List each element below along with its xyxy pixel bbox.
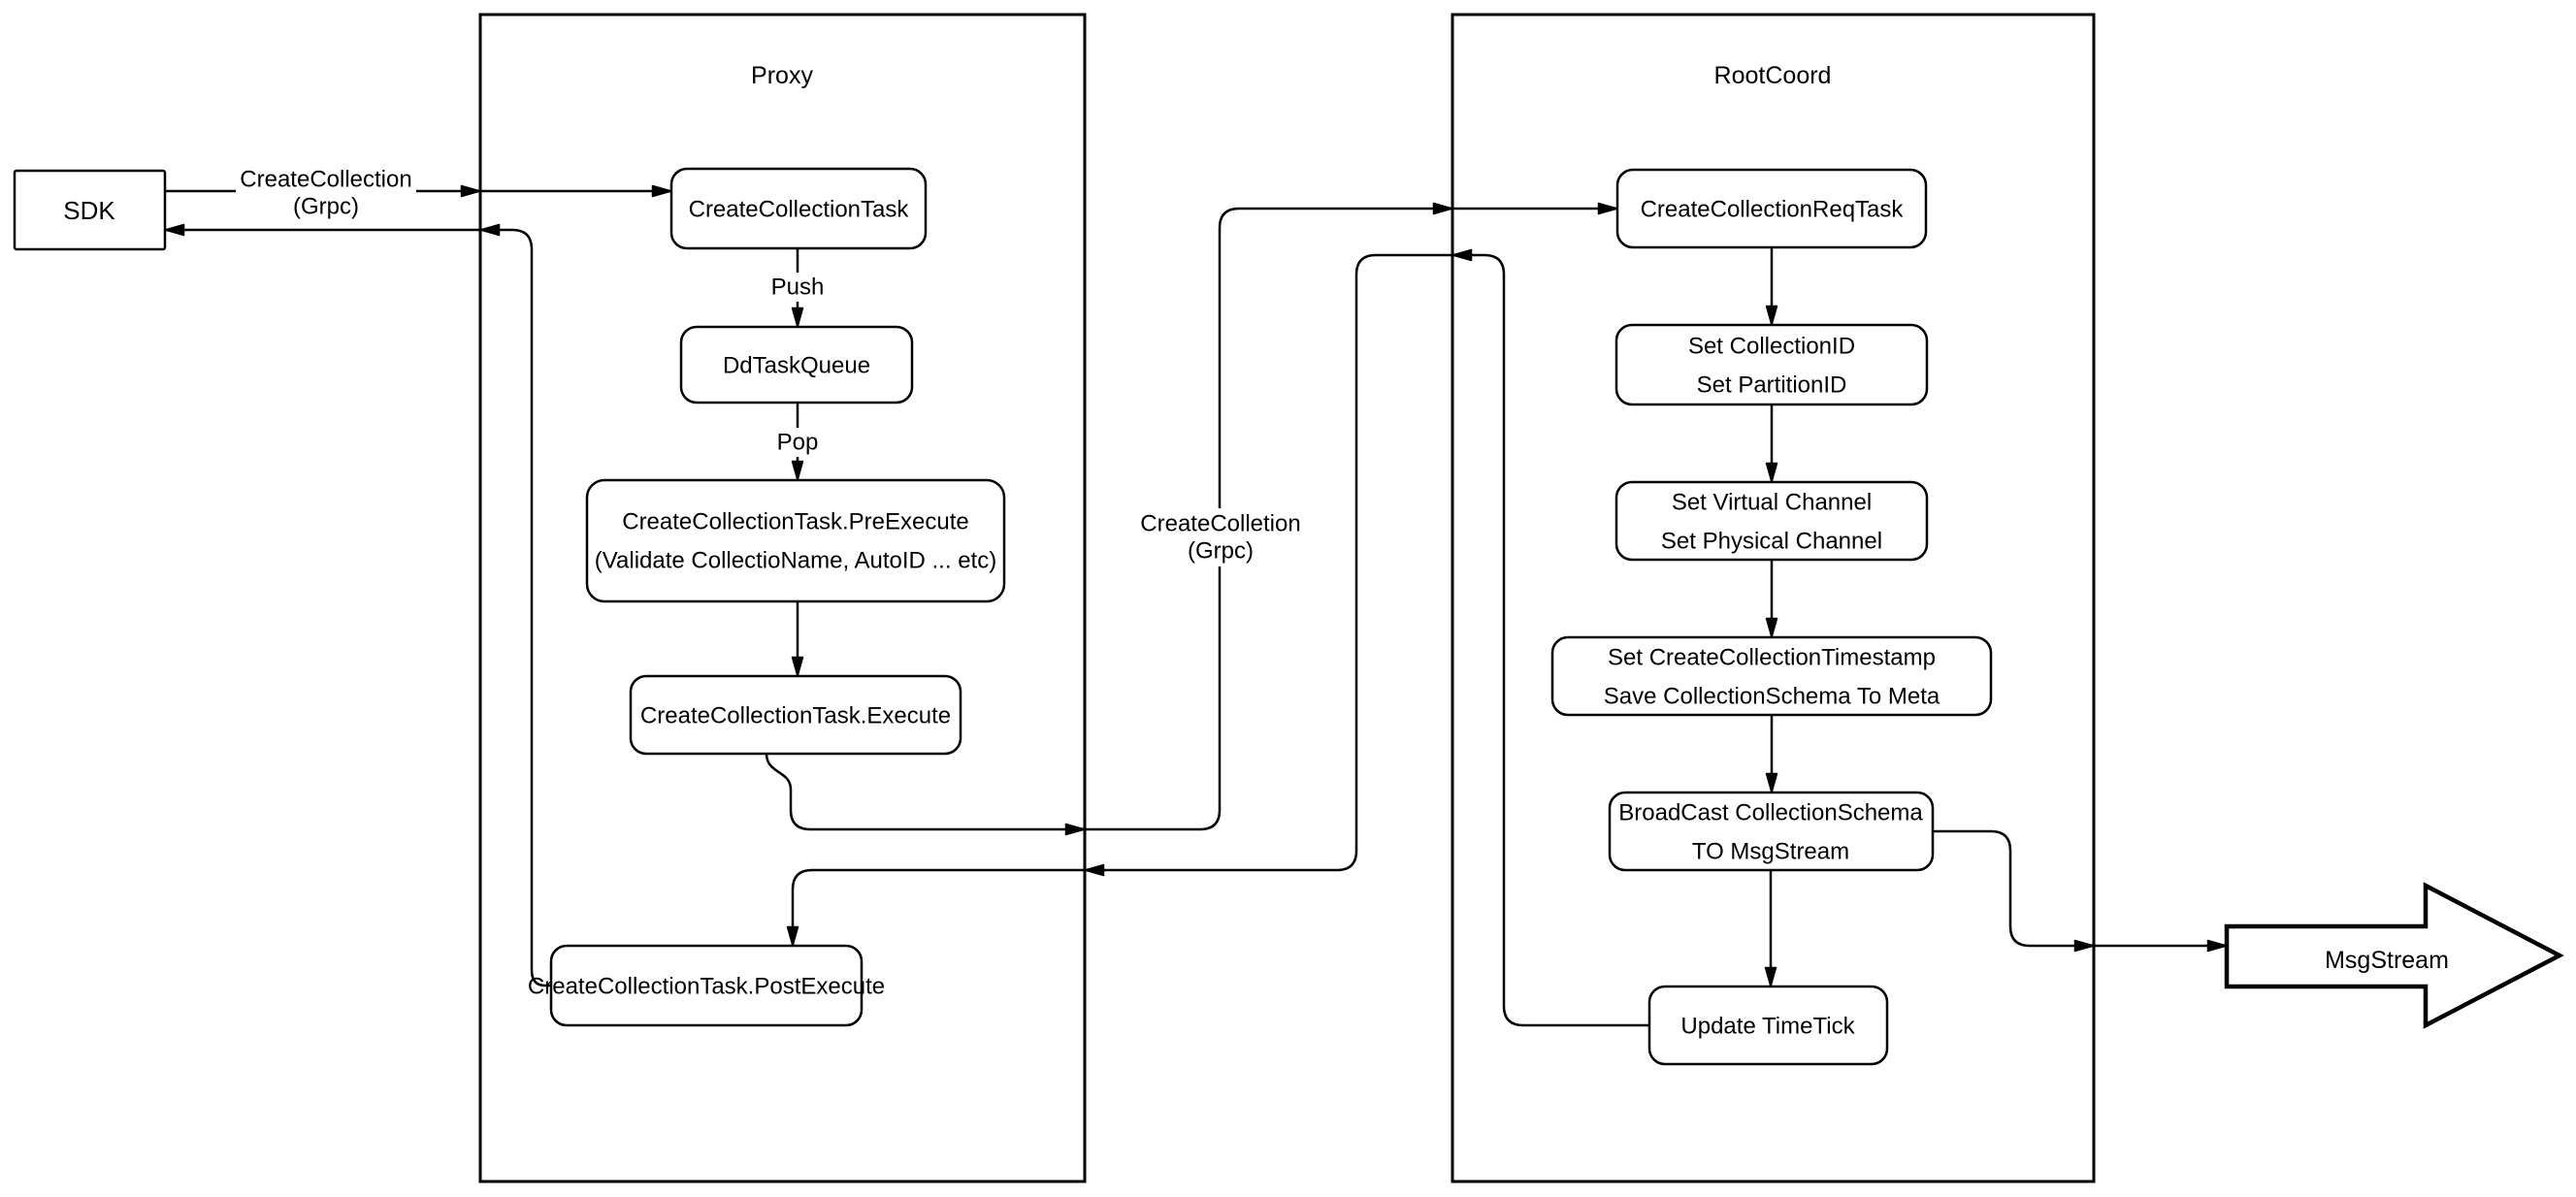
edge-postexecute-to-proxyborder xyxy=(479,223,551,987)
proxy-container-border xyxy=(478,13,1087,1183)
node-req-task: CreateCollectionReqTask xyxy=(1615,168,1928,249)
node-set-timestamp: Set CreateCollectionTimestamp Save Colle… xyxy=(1550,635,1993,717)
dd-task-queue-label: DdTaskQueue xyxy=(723,353,870,379)
set-ids-label-line2: Set PartitionID xyxy=(1697,372,1847,399)
node-set-channels: Set Virtual Channel Set Physical Channel xyxy=(1614,480,1929,562)
edge-label-createcollection-grpc-line2: (Grpc) xyxy=(293,194,359,220)
execute-box xyxy=(629,674,962,756)
set-channels-label-line2: Set Physical Channel xyxy=(1661,529,1882,555)
post-execute-box xyxy=(549,944,864,1027)
pre-execute-label-line1: CreateCollectionTask.PreExecute xyxy=(622,509,969,535)
create-collection-task-box xyxy=(669,167,928,250)
edge-updatetimetick-to-rootcoordborder xyxy=(1451,248,1649,1027)
req-task-label: CreateCollectionReqTask xyxy=(1641,197,1905,223)
node-execute: CreateCollectionTask.Execute xyxy=(629,674,962,756)
update-time-tick-box xyxy=(1647,985,1889,1066)
edge-proxyborder-to-postexecute xyxy=(786,868,1085,947)
broadcast-label-line2: TO MsgStream xyxy=(1692,839,1849,865)
set-ids-label-line1: Set CollectionID xyxy=(1688,334,1855,360)
edge-label-push-bg xyxy=(763,273,832,302)
create-collection-task-label: CreateCollectionTask xyxy=(689,197,910,223)
edge-label-pop-bg xyxy=(767,428,828,457)
node-msg-stream: MsgStream xyxy=(2224,882,2564,1029)
edge-rootcoord-to-proxy-return xyxy=(1084,253,1452,877)
node-pre-execute: CreateCollectionTask.PreExecute (Validat… xyxy=(585,478,1006,603)
edge-label-push: Push xyxy=(763,273,832,302)
node-dd-task-queue: DdTaskQueue xyxy=(679,325,914,404)
broadcast-label-line1: BroadCast CollectionSchema xyxy=(1618,800,1923,826)
edge-broadcast-to-rootcoordborder xyxy=(1933,829,2095,953)
node-set-ids: Set CollectionID Set PartitionID xyxy=(1614,323,1929,406)
edge-label-createcollection-grpc-line1: CreateCollection xyxy=(240,167,411,193)
pre-execute-label-line2: (Validate CollectioName, AutoID ... etc) xyxy=(595,548,996,574)
edge-label-mid-bg xyxy=(1128,508,1313,566)
edge-label-pop-text: Pop xyxy=(777,430,819,456)
post-execute-label: CreateCollectionTask.PostExecute xyxy=(528,974,885,1000)
edge-label-pop: Pop xyxy=(767,428,828,457)
node-sdk: SDK xyxy=(13,169,167,251)
rootcoord-container-border xyxy=(1451,13,2096,1183)
rootcoord-container-title: RootCoord xyxy=(1714,62,1832,89)
edge-label-proxy-to-rootcoord: CreateColletion (Grpc) xyxy=(1128,508,1313,566)
edge-label-sdk-bg xyxy=(236,163,416,221)
node-post-execute: CreateCollectionTask.PostExecute xyxy=(528,944,885,1027)
edge-label-push-text: Push xyxy=(771,275,825,301)
update-time-tick-label: Update TimeTick xyxy=(1680,1014,1855,1040)
proxy-container-title: Proxy xyxy=(751,62,813,89)
broadcast-box xyxy=(1608,791,1935,872)
msg-stream-arrow-shape xyxy=(2224,882,2564,1029)
set-timestamp-label-line1: Set CreateCollectionTimestamp xyxy=(1608,645,1936,671)
edge-label-sdk-to-proxy: CreateCollection (Grpc) xyxy=(236,163,416,221)
container-rootcoord: RootCoord xyxy=(1451,13,2096,1183)
sdk-box-label: SDK xyxy=(63,196,115,225)
set-channels-box xyxy=(1614,480,1929,562)
msg-stream-label: MsgStream xyxy=(2325,947,2449,974)
edge-label-createcolletion-grpc-line2: (Grpc) xyxy=(1188,538,1254,565)
node-broadcast: BroadCast CollectionSchema TO MsgStream xyxy=(1608,791,1935,872)
set-channels-label-line1: Set Virtual Channel xyxy=(1672,490,1872,516)
node-create-collection-task: CreateCollectionTask xyxy=(669,167,928,250)
edge-execute-to-proxyborder xyxy=(765,753,1086,836)
sdk-box xyxy=(13,169,167,251)
node-update-time-tick: Update TimeTick xyxy=(1647,985,1889,1066)
container-proxy: Proxy xyxy=(478,13,1087,1183)
set-ids-box xyxy=(1614,323,1929,406)
set-timestamp-label-line2: Save CollectionSchema To Meta xyxy=(1604,684,1940,710)
execute-label: CreateCollectionTask.Execute xyxy=(640,703,951,729)
dd-task-queue-box xyxy=(679,325,914,404)
edge-label-createcolletion-grpc-line1: CreateColletion xyxy=(1140,511,1300,537)
set-timestamp-box xyxy=(1550,635,1993,717)
pre-execute-box xyxy=(585,478,1006,603)
req-task-box xyxy=(1615,168,1928,249)
